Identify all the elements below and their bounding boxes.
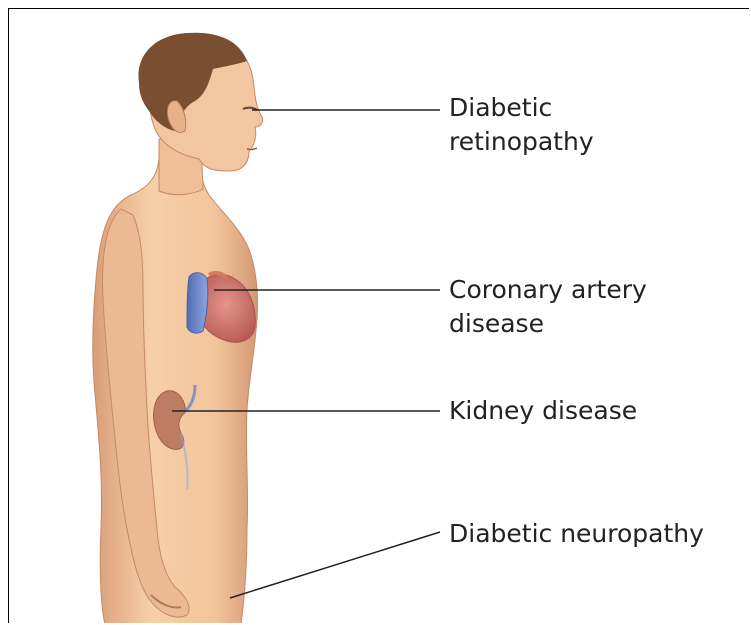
label-line: Coronary artery xyxy=(449,273,647,307)
label-line: Kidney disease xyxy=(449,394,637,428)
label-line: Diabetic neuropathy xyxy=(449,517,704,551)
diagram-frame: Diabetic retinopathy Coronary artery dis… xyxy=(8,8,749,623)
label-line: retinopathy xyxy=(449,125,594,159)
label-diabetic-neuropathy: Diabetic neuropathy xyxy=(449,517,704,551)
leader-line-neuropathy xyxy=(230,532,440,598)
label-line: disease xyxy=(449,307,647,341)
label-kidney-disease: Kidney disease xyxy=(449,394,637,428)
label-diabetic-retinopathy: Diabetic retinopathy xyxy=(449,91,594,159)
label-line: Diabetic xyxy=(449,91,594,125)
label-coronary-artery-disease: Coronary artery disease xyxy=(449,273,647,341)
